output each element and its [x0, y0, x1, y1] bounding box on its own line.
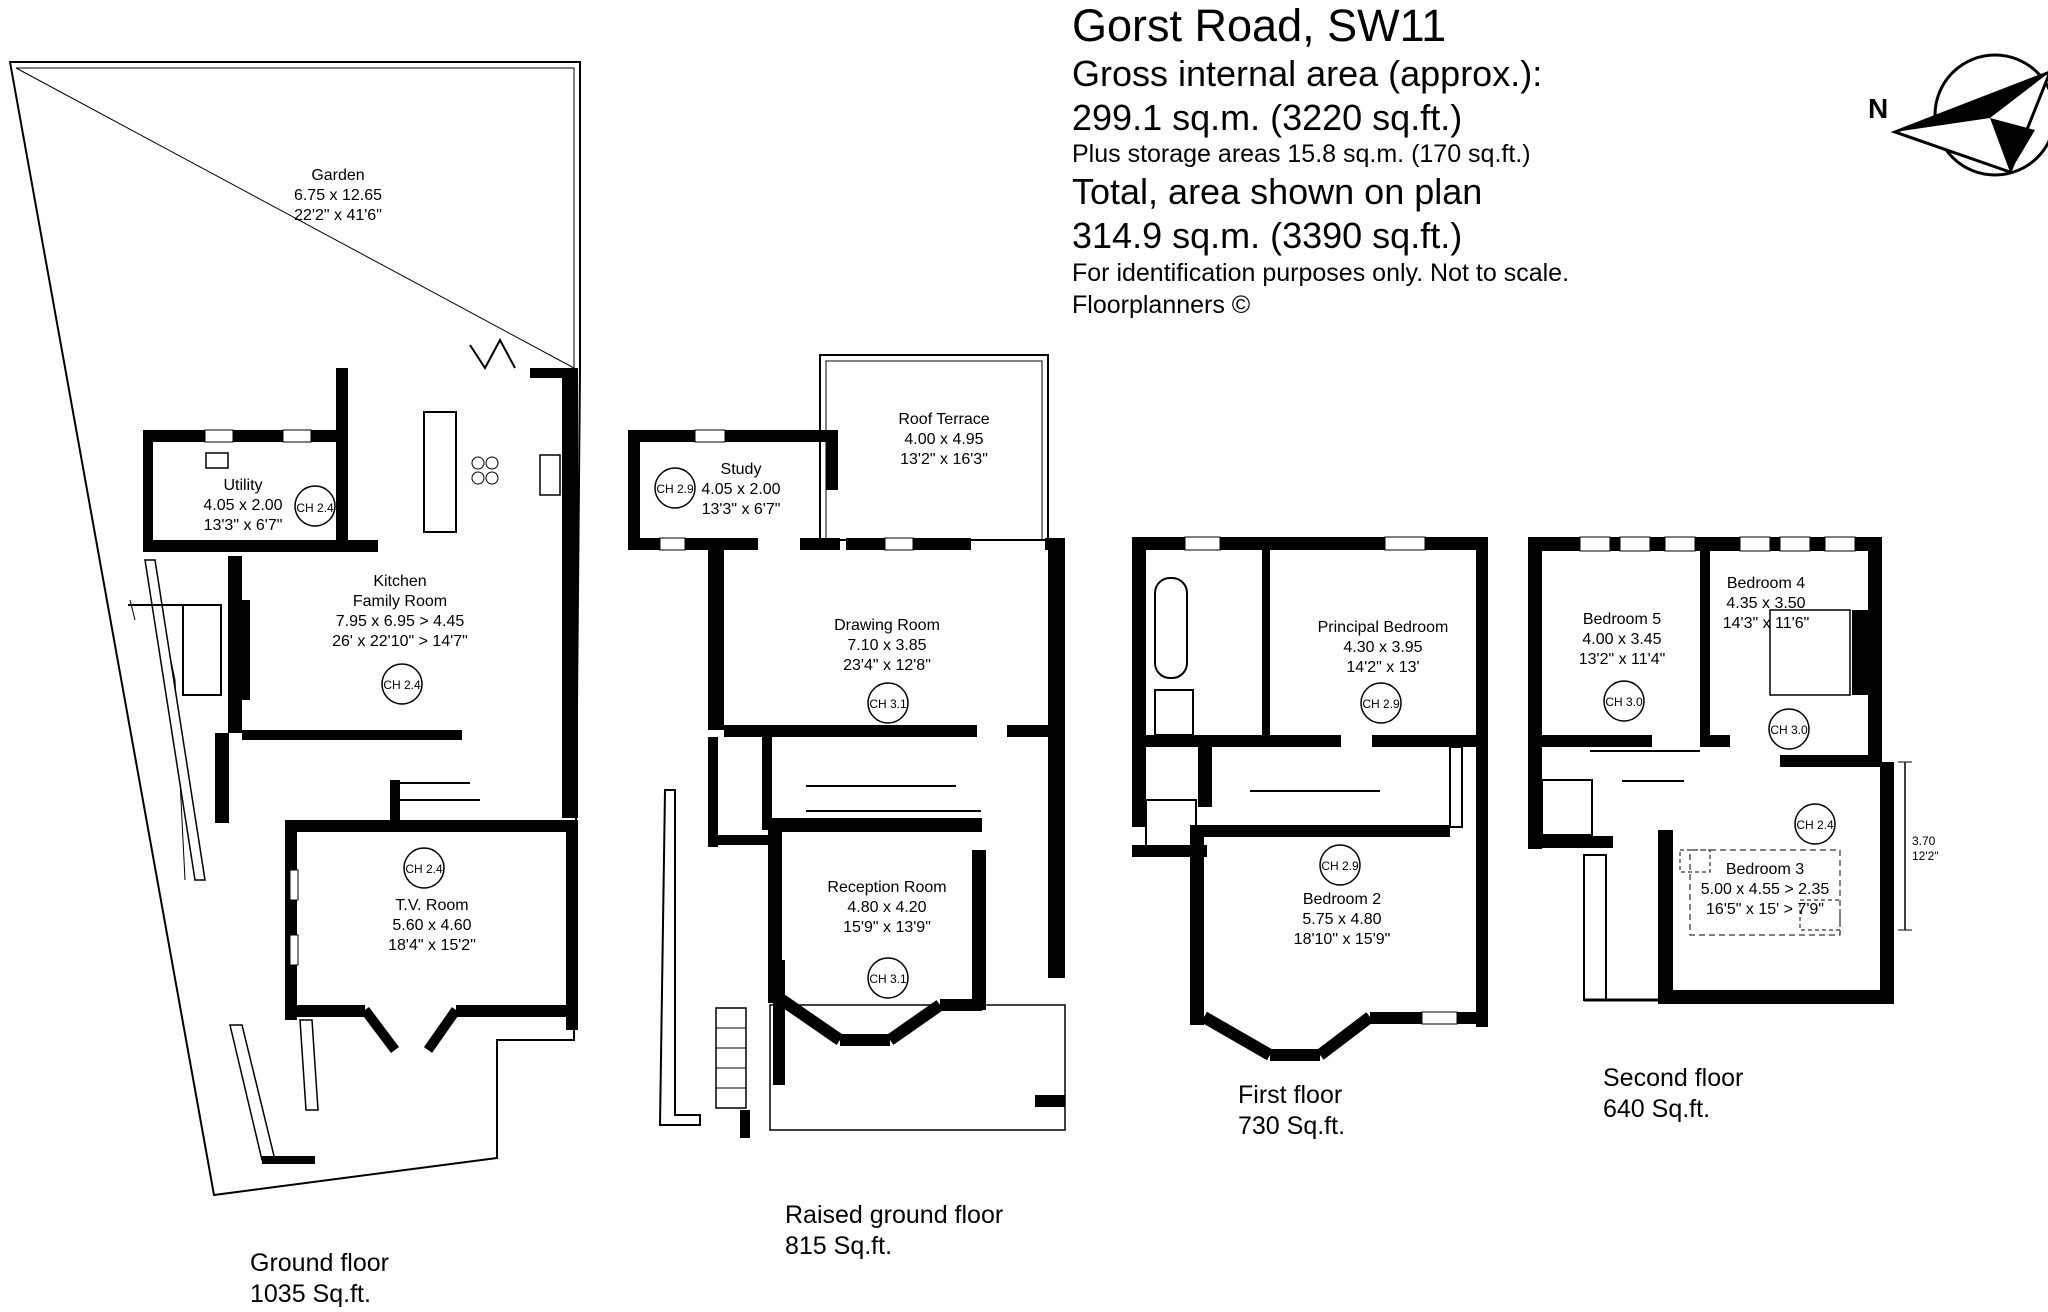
room-size-imperial: 13'3" x 6'7"	[204, 517, 283, 534]
dimension-label: 3.70 12'2"	[1912, 834, 1939, 863]
ceiling-height: CH 2.4	[296, 501, 334, 515]
ceiling-height: CH 2.9	[656, 482, 694, 496]
room-size-imperial: 15'9" x 13'9"	[843, 919, 931, 936]
floor-name: Ground floor	[250, 1249, 389, 1277]
room-size-metric: 7.10 x 3.85	[847, 637, 926, 654]
room-size-imperial: 18'10" x 15'9"	[1294, 931, 1391, 948]
gross-area-value: 299.1 sq.m. (3220 sq.ft.)	[1072, 97, 1463, 138]
ceiling-height: CH 3.1	[869, 972, 907, 986]
compass-north-icon: N	[1868, 53, 2048, 177]
room-size-metric: 4.05 x 2.00	[203, 497, 282, 514]
floor-name: Second floor	[1603, 1064, 1744, 1092]
room-name: T.V. Room	[395, 897, 468, 914]
compass-label: N	[1868, 93, 1888, 124]
second-floor-plan	[1528, 536, 1912, 1004]
room-label-bedroom-3: CH 2.4 Bedroom 3 5.00 x 4.55 > 2.35 16'5…	[1701, 803, 1836, 918]
room-name: Roof Terrace	[898, 411, 989, 428]
room-size-metric: 4.05 x 2.00	[701, 481, 780, 498]
caption-raised-ground-floor: Raised ground floor 815 Sq.ft.	[785, 1200, 1003, 1263]
ceiling-height: CH 2.9	[1321, 859, 1359, 873]
total-area-value: 314.9 sq.m. (3390 sq.ft.)	[1072, 215, 1463, 256]
room-label-utility: Utility 4.05 x 2.00 13'3" x 6'7" CH 2.4	[203, 477, 334, 534]
credit: Floorplanners ©	[1072, 291, 1251, 319]
room-size-metric: 4.35 x 3.50	[1726, 595, 1805, 612]
room-size-imperial: 13'3" x 6'7"	[702, 501, 781, 518]
floor-area: 640 Sq.ft.	[1603, 1095, 1711, 1124]
room-name: Bedroom 3	[1726, 861, 1804, 878]
room-label-bedroom-4: Bedroom 4 4.35 x 3.50 14'3" x 11'6" CH 3…	[1723, 575, 1810, 750]
ceiling-height: CH 2.4	[383, 678, 421, 692]
room-name: Utility	[223, 477, 262, 494]
room-size-metric: 6.75 x 12.65	[294, 187, 382, 204]
raised-ground-floor-plan	[628, 354, 1066, 1138]
storage-area-note: Plus storage areas 15.8 sq.m. (170 sq.ft…	[1072, 140, 1531, 168]
room-label-bedroom-2: CH 2.9 Bedroom 2 5.75 x 4.80 18'10" x 15…	[1294, 844, 1391, 948]
ceiling-height: CH 2.4	[1796, 818, 1834, 832]
room-label-principal-bedroom: Principal Bedroom 4.30 x 3.95 14'2" x 13…	[1318, 619, 1449, 724]
room-label-roof-terrace: Roof Terrace 4.00 x 4.95 13'2" x 16'3"	[898, 411, 989, 468]
room-size-metric: 7.95 x 6.95 > 4.45	[336, 613, 465, 630]
room-size-metric: 5.00 x 4.55 > 2.35	[1701, 881, 1830, 898]
ceiling-height: CH 3.0	[1605, 695, 1643, 709]
room-label-study: CH 2.9 Study 4.05 x 2.00 13'3" x 6'7"	[654, 461, 781, 518]
garden-outline	[8, 61, 581, 1197]
room-size-metric: 4.30 x 3.95	[1343, 639, 1422, 656]
room-label-reception-room: Reception Room 4.80 x 4.20 15'9" x 13'9"…	[827, 879, 947, 999]
property-title: Gorst Road, SW11	[1072, 0, 1447, 51]
room-name: Bedroom 4	[1727, 575, 1805, 592]
room-name: Bedroom 2	[1303, 891, 1381, 908]
ground-floor-plan	[8, 61, 581, 1197]
floor-area: 815 Sq.ft.	[785, 1232, 893, 1261]
caption-first-floor: First floor 730 Sq.ft.	[1238, 1080, 1345, 1143]
room-label-bedroom-5: Bedroom 5 4.00 x 3.45 13'2" x 11'4" CH 3…	[1579, 611, 1666, 722]
room-label-garden: Garden 6.75 x 12.65 22'2" x 41'6"	[294, 167, 382, 224]
room-size-imperial: 14'2" x 13'	[1346, 659, 1419, 676]
room-label-tv-room: CH 2.4 T.V. Room 5.60 x 4.60 18'4" x 15'…	[388, 847, 476, 954]
room-name: Drawing Room	[834, 617, 940, 634]
ceiling-height: CH 2.4	[405, 862, 443, 876]
room-label-kitchen: Kitchen Family Room 7.95 x 6.95 > 4.45 2…	[332, 573, 468, 705]
room-size-imperial: 16'5" x 15' > 7'9"	[1706, 901, 1824, 918]
room-name-secondary: Family Room	[353, 593, 447, 610]
room-name: Principal Bedroom	[1318, 619, 1449, 636]
room-size-metric: 5.60 x 4.60	[392, 917, 471, 934]
room-name: Kitchen	[373, 573, 426, 590]
floor-name: Raised ground floor	[785, 1201, 1004, 1229]
room-name: Reception Room	[827, 879, 946, 896]
room-size-imperial: 26' x 22'10" > 14'7"	[332, 633, 468, 650]
dimension-imperial: 12'2"	[1912, 849, 1939, 863]
room-label-drawing-room: Drawing Room 7.10 x 3.85 23'4" x 12'8" C…	[834, 617, 940, 724]
room-size-imperial: 13'2" x 11'4"	[1579, 651, 1666, 668]
first-floor-plan	[1132, 536, 1488, 1061]
floor-area: 1035 Sq.ft.	[250, 1280, 371, 1309]
room-size-metric: 4.00 x 3.45	[1582, 631, 1661, 648]
caption-ground-floor: Ground floor 1035 Sq.ft.	[250, 1248, 389, 1311]
room-size-imperial: 14'3" x 11'6"	[1723, 615, 1810, 632]
ceiling-height: CH 3.0	[1770, 723, 1808, 737]
floor-name: First floor	[1238, 1081, 1343, 1109]
room-name: Bedroom 5	[1583, 611, 1661, 628]
room-name: Study	[721, 461, 762, 478]
room-size-imperial: 18'4" x 15'2"	[388, 937, 476, 954]
caption-second-floor: Second floor 640 Sq.ft.	[1603, 1063, 1743, 1126]
room-size-metric: 5.75 x 4.80	[1302, 911, 1381, 928]
dimension-metric: 3.70	[1912, 834, 1936, 848]
room-size-imperial: 22'2" x 41'6"	[294, 207, 382, 224]
ceiling-height: CH 3.1	[869, 697, 907, 711]
room-size-metric: 4.00 x 4.95	[904, 431, 983, 448]
room-name: Garden	[311, 167, 364, 184]
gross-area-label: Gross internal area (approx.):	[1072, 53, 1543, 94]
room-size-imperial: 23'4" x 12'8"	[843, 657, 931, 674]
room-size-metric: 4.80 x 4.20	[847, 899, 926, 916]
floor-area: 730 Sq.ft.	[1238, 1112, 1346, 1141]
room-size-imperial: 13'2" x 16'3"	[900, 451, 988, 468]
ceiling-height: CH 2.9	[1362, 697, 1400, 711]
disclaimer: For identification purposes only. Not to…	[1072, 259, 1570, 287]
total-area-label: Total, area shown on plan	[1072, 171, 1483, 212]
